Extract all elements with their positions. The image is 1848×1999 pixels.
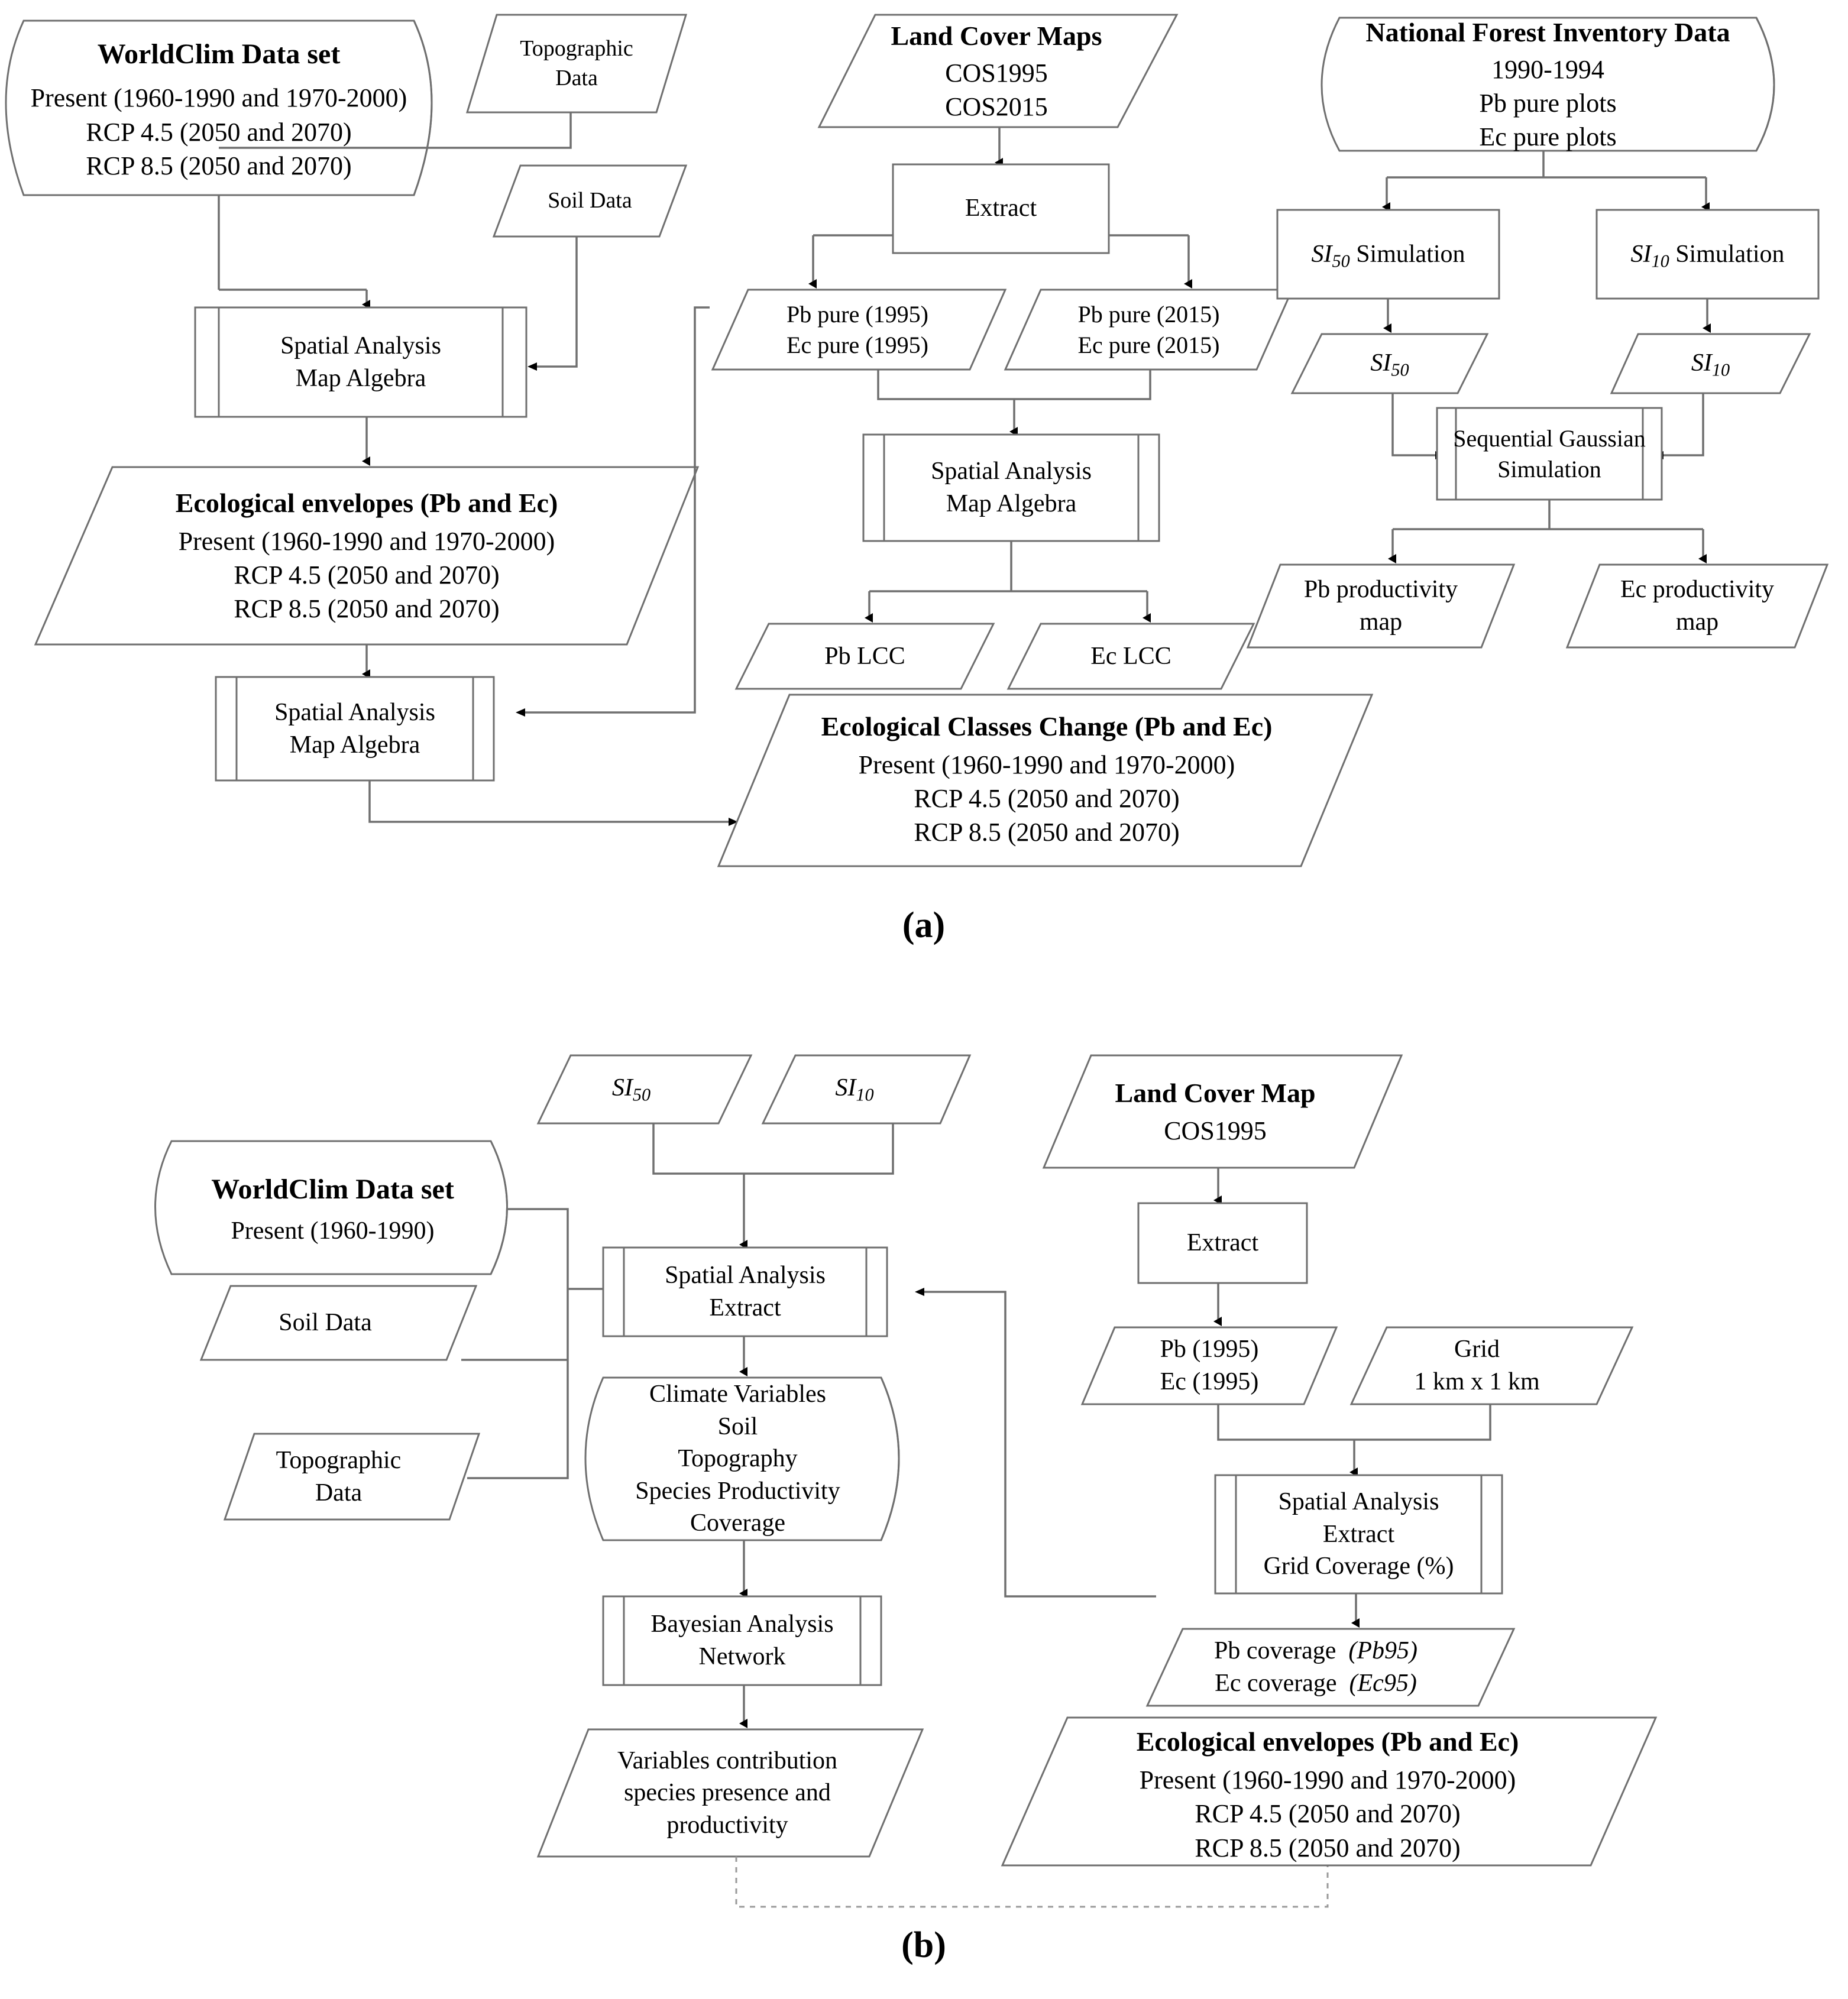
node-pb-lcc-a [734, 623, 995, 690]
node-topographic-b [223, 1433, 481, 1521]
node-ec-productivity-a [1565, 563, 1829, 649]
node-nfi-a [1321, 17, 1775, 152]
node-eco-envelopes-a [34, 466, 700, 646]
node-grid-b [1349, 1326, 1634, 1405]
node-spatial-grid-b [1214, 1474, 1503, 1595]
node-worldclim-b [154, 1140, 508, 1275]
panel-a-label: (a) [902, 905, 946, 945]
node-pb-productivity-a [1246, 563, 1516, 649]
node-si10-simulation-a [1595, 209, 1820, 300]
node-coverage-b [1145, 1628, 1516, 1707]
node-bayesian-b [602, 1595, 882, 1686]
node-landcover-a [817, 14, 1179, 128]
node-landcover-b [1042, 1054, 1403, 1169]
node-si50-a [1290, 333, 1489, 394]
node-ec-lcc-a [1006, 623, 1255, 690]
node-si10-a [1610, 333, 1811, 394]
node-spatial-analysis-3-a [862, 433, 1160, 542]
node-worldclim-a [5, 20, 433, 196]
panel-b-label: (b) [901, 1925, 946, 1965]
node-var-contribution-b [536, 1728, 924, 1858]
node-si10-b [761, 1054, 972, 1125]
node-extract-a [892, 163, 1110, 254]
node-spatial-analysis-2-a [215, 676, 495, 782]
node-eco-envelopes-b [1001, 1716, 1658, 1867]
node-eco-class-change-a [717, 694, 1374, 867]
node-pb-ec-1995-b [1080, 1326, 1338, 1405]
node-soil-a [492, 164, 688, 238]
node-topographic-a [465, 14, 688, 114]
node-extract-b [1137, 1202, 1308, 1284]
node-pure-1995-a [711, 289, 1007, 371]
node-database-b [584, 1376, 900, 1541]
node-pure-2015-a [1004, 289, 1294, 371]
node-si50-simulation-a [1276, 209, 1500, 300]
node-spatial-extract-b [602, 1246, 888, 1337]
node-sgs-a [1436, 407, 1663, 501]
node-soil-b [199, 1285, 478, 1361]
node-si50-b [536, 1054, 753, 1125]
node-spatial-analysis-1-a [194, 306, 527, 418]
